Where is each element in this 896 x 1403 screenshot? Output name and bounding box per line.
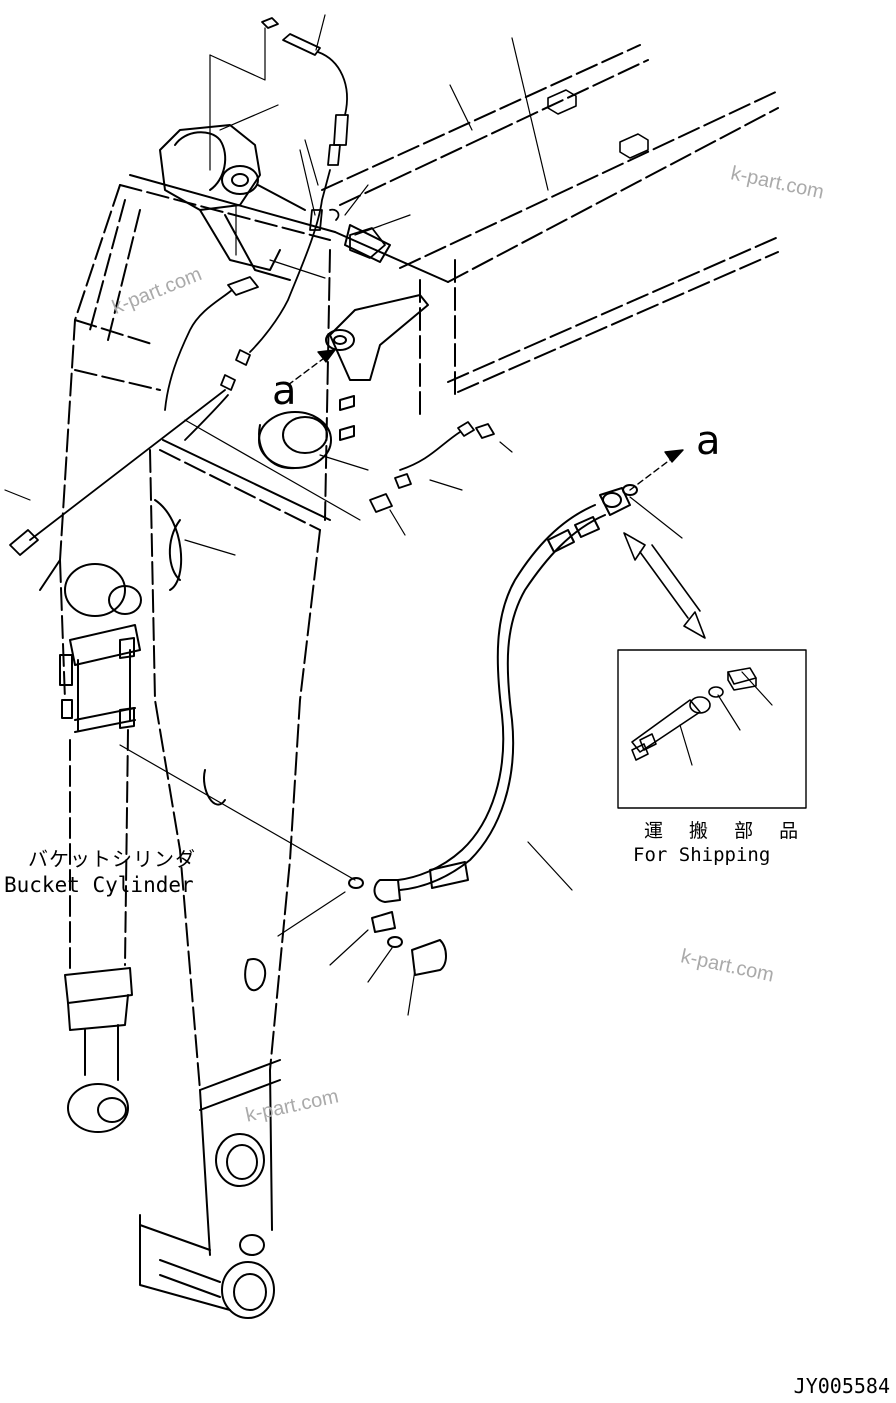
arm-outline <box>39 174 449 1311</box>
shipping-arrow <box>623 532 706 639</box>
bucket-cylinder-label-jp: バケットシリンダ <box>28 847 196 871</box>
callout-lines <box>4 14 773 1016</box>
bucket-cylinder <box>59 563 142 1133</box>
drawing-number: JY005584 <box>793 1374 890 1398</box>
grease-piping <box>9 17 386 556</box>
main-hose <box>348 484 638 976</box>
shipping-inset-box <box>617 649 807 809</box>
for-shipping-label: For Shipping <box>633 844 771 866</box>
boom-joint <box>258 224 429 470</box>
arm-lower-bosses <box>154 499 275 1319</box>
bucket-cylinder-label: Bucket Cylinder <box>4 873 194 897</box>
for-shipping-label-jp: 運 搬 部 品 <box>644 820 809 842</box>
small-hose <box>369 421 495 513</box>
reference-letter-a: a <box>272 368 297 414</box>
reference-letter-a: a <box>696 418 721 464</box>
boom-beams <box>321 44 781 393</box>
arm-top-bracket <box>159 124 306 281</box>
shipping-inset-parts <box>631 667 757 761</box>
boom-clips <box>547 89 649 159</box>
arm-body <box>59 184 456 1091</box>
reference-arrows <box>287 349 684 491</box>
